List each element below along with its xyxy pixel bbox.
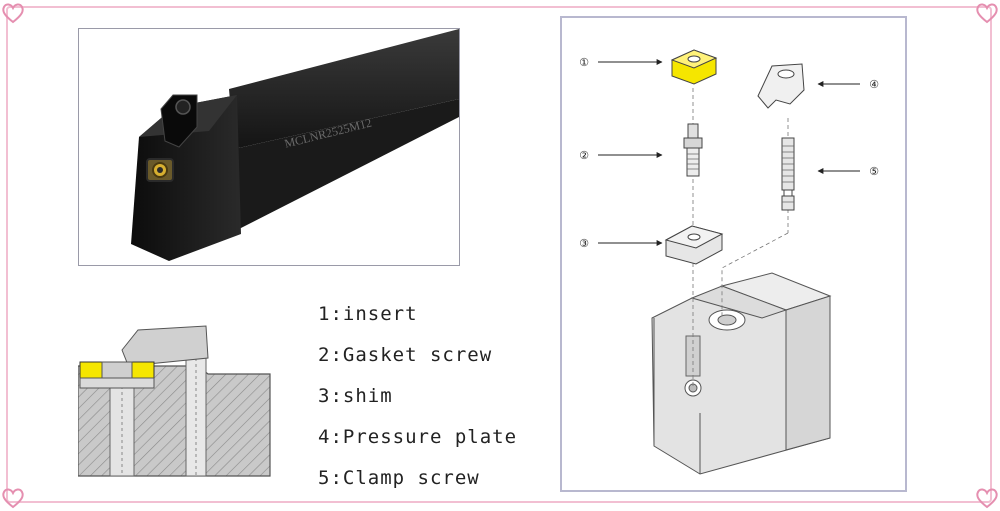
- callout-5-label: ⑤: [869, 165, 879, 178]
- exploded-view-panel: ① ② ③ ④ ⑤: [560, 16, 907, 492]
- shim-part: [664, 225, 724, 265]
- heart-icon: [2, 3, 24, 24]
- legend-item-gasket-screw: 2:Gasket screw: [318, 344, 493, 366]
- callout-2-label: ②: [579, 149, 589, 162]
- heart-icon: [976, 488, 998, 509]
- callout-3-label: ③: [579, 237, 589, 250]
- legend-item-clamp-screw: 5:Clamp screw: [318, 467, 480, 489]
- callout-4-label: ④: [869, 78, 879, 91]
- legend-item-insert: 1:insert: [318, 303, 418, 325]
- cross-section-drawing: [77, 318, 278, 480]
- clamp-screw-part: [781, 137, 795, 211]
- holder-block: [651, 272, 832, 475]
- tool-holder-photo: MCLNR2525M12: [78, 28, 460, 266]
- insert-part: [670, 49, 718, 85]
- legend-item-shim: 3:shim: [318, 385, 393, 407]
- heart-icon: [976, 3, 998, 24]
- callout-1-label: ①: [579, 56, 589, 69]
- legend-item-pressure-plate: 4:Pressure plate: [318, 426, 518, 448]
- heart-icon: [2, 488, 24, 509]
- parts-legend: 1:insert 2:Gasket screw 3:shim 4:Pressur…: [318, 300, 517, 505]
- pressure-plate-part: [757, 63, 805, 109]
- gasket-screw-part: [683, 123, 703, 177]
- page-frame: [6, 6, 992, 503]
